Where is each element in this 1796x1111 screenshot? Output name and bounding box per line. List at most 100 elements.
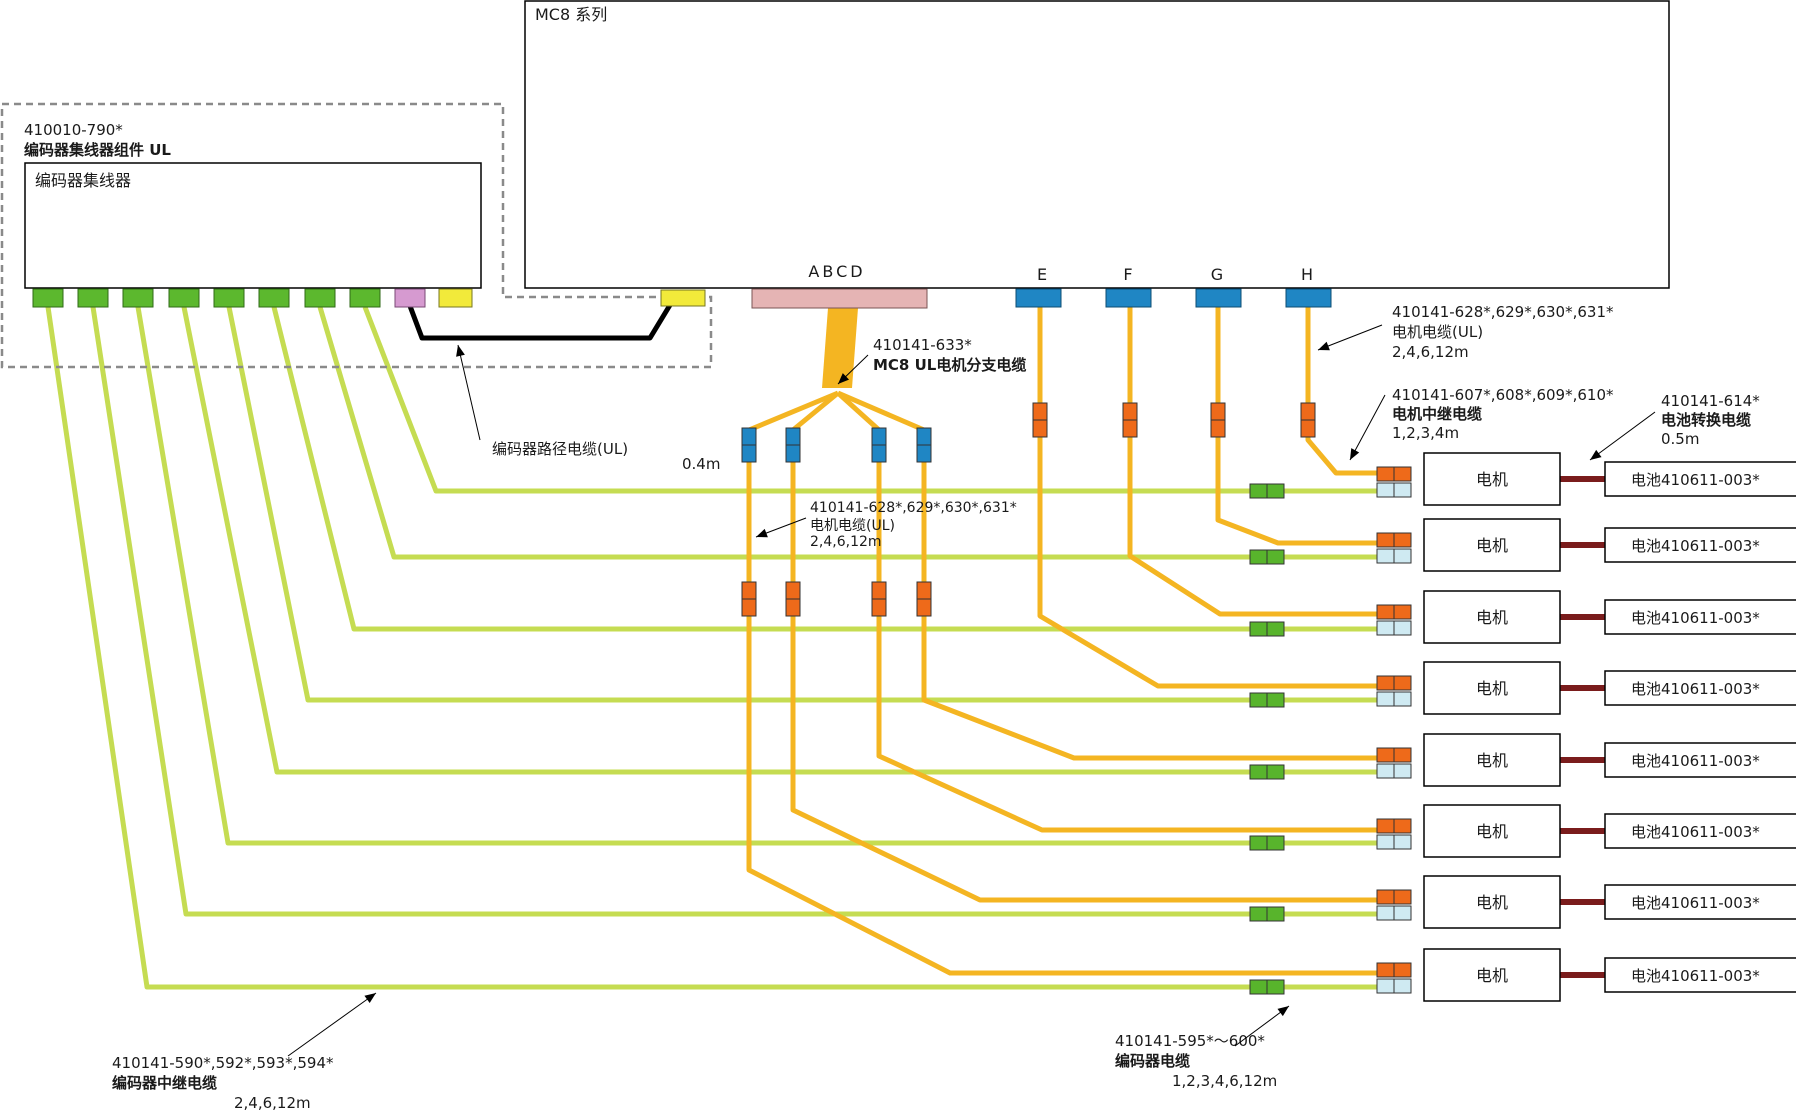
motor-cable-right-name: 电机电缆(UL) xyxy=(1392,323,1483,341)
motor-end-connector xyxy=(1376,818,1395,834)
callout-arrowhead xyxy=(1318,341,1330,351)
hub-encoder-port xyxy=(258,288,290,308)
motor-end-connector xyxy=(1376,962,1395,978)
motor-relay-connector xyxy=(1122,402,1138,421)
callout-arrow xyxy=(1589,411,1656,461)
encoder-connector xyxy=(1266,906,1285,922)
port-label-h: H xyxy=(1301,265,1313,284)
motor-relay-part-number: 410141-607*,608*,609*,610* xyxy=(1392,386,1614,404)
motor-end-connector xyxy=(1393,747,1412,763)
encoder-cable-group xyxy=(45,306,1408,990)
motor-relay-connector xyxy=(785,581,801,600)
motor-relay-connector xyxy=(785,598,801,617)
motor-label: 电机 xyxy=(1476,822,1508,841)
motor-end-connector xyxy=(1376,466,1395,482)
motor-relay-name: 电机中继电缆 xyxy=(1392,405,1482,423)
motor-relay-connector xyxy=(741,598,757,617)
encoder-connector xyxy=(1266,692,1285,708)
motor-end-connector xyxy=(1393,889,1412,905)
motor-relay-connector xyxy=(871,581,887,600)
motor-end-connector xyxy=(1376,675,1395,691)
motor-end-connector xyxy=(1376,747,1395,763)
battery-box xyxy=(1604,461,1796,497)
callout-arrowhead xyxy=(1590,449,1602,460)
motor-label: 电机 xyxy=(1476,536,1508,555)
port-label-abcd: ABCD xyxy=(808,262,865,281)
motor-end-connector xyxy=(1393,962,1412,978)
battery-label: 电池410611-003* xyxy=(1631,609,1760,627)
battery-box xyxy=(1604,670,1796,706)
motor-box xyxy=(1423,518,1561,572)
motor-branch-leg xyxy=(791,391,840,432)
encoder-cable-lengths: 1,2,3,4,6,12m xyxy=(1172,1072,1277,1090)
encoder-path-cable-label: 编码器路径电缆(UL) xyxy=(492,440,628,458)
motor-port-e xyxy=(1015,288,1062,308)
callout-arrowhead xyxy=(756,528,768,538)
motor-cable-right-part-number: 410141-628*,629*,630*,631* xyxy=(1392,303,1614,321)
motor-end-connector xyxy=(1393,604,1412,620)
motor-box xyxy=(1423,590,1561,644)
encoder-relay-name: 编码器中继电缆 xyxy=(112,1074,217,1092)
motor-cable xyxy=(1037,307,1408,689)
encoder-end-connector xyxy=(1393,834,1412,850)
encoder-relay-cable xyxy=(90,306,1408,917)
motor-relay-connector xyxy=(1032,419,1048,438)
encoder-end-connector xyxy=(1376,691,1395,707)
battery-adapter-part-number: 410141-614* xyxy=(1661,392,1760,410)
encoder-connector xyxy=(1266,835,1285,851)
callout-arrowhead xyxy=(1350,448,1360,460)
motor-cable-right-lengths: 2,4,6,12m xyxy=(1392,343,1469,361)
motor-end-connector xyxy=(1393,532,1412,548)
controller-encoder-port xyxy=(660,289,706,307)
encoder-connector xyxy=(1249,549,1268,565)
motor-cable xyxy=(790,432,1408,903)
battery-label: 电池410611-003* xyxy=(1631,967,1760,985)
motor-end-connector xyxy=(1376,604,1395,620)
abcd-port xyxy=(751,288,928,309)
callout-arrowhead xyxy=(1277,1006,1289,1017)
motor-branch-leg xyxy=(836,391,881,432)
motor-label: 电机 xyxy=(1476,966,1508,985)
motor-box xyxy=(1423,452,1561,506)
battery-box xyxy=(1604,599,1796,635)
encoder-connector xyxy=(1249,621,1268,637)
battery-label: 电池410611-003* xyxy=(1631,537,1760,555)
motor-relay-connector xyxy=(1122,419,1138,438)
hub-assembly-label: 编码器集线器组件 UL xyxy=(24,141,171,159)
hub-port-group xyxy=(32,288,473,308)
hub-encoder-port xyxy=(32,288,64,308)
encoder-connector xyxy=(1266,621,1285,637)
battery-box xyxy=(1604,957,1796,993)
motor-cable-group xyxy=(746,307,1408,976)
controller-box xyxy=(524,0,1670,289)
motor-end-connector xyxy=(1376,532,1395,548)
encoder-relay-cable xyxy=(362,306,1408,494)
encoder-relay-lengths: 2,4,6,12m xyxy=(234,1094,311,1111)
motor-box xyxy=(1423,875,1561,929)
motor-branch-trunk xyxy=(822,308,858,388)
hub-assembly-outline xyxy=(0,102,713,369)
battery-label: 电池410611-003* xyxy=(1631,823,1760,841)
battery-box xyxy=(1604,813,1796,849)
motor-relay-connector xyxy=(1210,402,1226,421)
branch-connector xyxy=(741,427,757,446)
branch-connector xyxy=(871,427,887,446)
hub-encoder-port xyxy=(349,288,381,308)
encoder-end-connector xyxy=(1376,548,1395,564)
motor-relay-connector xyxy=(1300,419,1316,438)
encoder-connector xyxy=(1249,764,1268,780)
battery-box xyxy=(1604,527,1796,563)
encoder-end-connector xyxy=(1376,620,1395,636)
encoder-end-connector xyxy=(1393,978,1412,994)
motor-cable xyxy=(1305,307,1408,476)
branch-connector xyxy=(785,444,801,463)
controller-title: MC8 系列 xyxy=(535,5,607,24)
encoder-relay-cable xyxy=(317,306,1408,560)
callout-arrow xyxy=(1317,324,1383,351)
encoder-connector xyxy=(1249,835,1268,851)
motor-label: 电机 xyxy=(1476,608,1508,627)
encoder-end-connector xyxy=(1376,978,1395,994)
hub-encoder-port xyxy=(168,288,200,308)
encoder-connector xyxy=(1266,549,1285,565)
